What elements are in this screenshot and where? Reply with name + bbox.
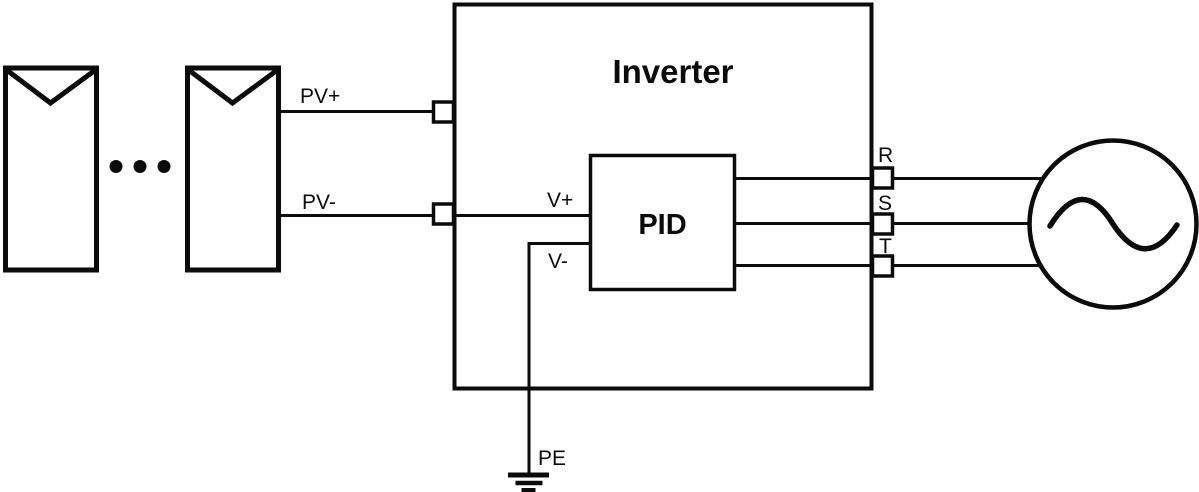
v-minus-label: V- bbox=[548, 250, 568, 273]
pv-minus-terminal bbox=[431, 202, 456, 226]
v-minus-ground-wire bbox=[527, 242, 591, 474]
solar-panel-icon bbox=[185, 65, 281, 273]
earth-ground-icon bbox=[508, 472, 549, 492]
v-plus-label: V+ bbox=[547, 189, 573, 212]
phase-r-terminal bbox=[870, 166, 895, 190]
pv-plus-terminal bbox=[431, 100, 456, 124]
sine-wave-icon bbox=[1047, 196, 1180, 252]
pid-box bbox=[588, 153, 737, 292]
phase-s-terminal bbox=[870, 212, 895, 236]
ellipsis-icon bbox=[109, 160, 171, 173]
pe-label: PE bbox=[538, 447, 566, 470]
pid-label: PID bbox=[638, 209, 686, 241]
pv-minus-label: PV- bbox=[302, 191, 336, 214]
pv-plus-label: PV+ bbox=[300, 85, 340, 108]
phase-s-label: S bbox=[878, 192, 892, 215]
inverter-title: Inverter bbox=[612, 53, 733, 90]
phase-r-label: R bbox=[878, 144, 893, 167]
phase-t-terminal bbox=[870, 254, 895, 278]
ac-source-icon bbox=[1027, 138, 1199, 310]
panel-chevron-icon bbox=[6, 68, 96, 107]
panel-chevron-icon bbox=[188, 68, 278, 107]
phase-t-label: T bbox=[879, 235, 892, 258]
solar-panel-icon bbox=[3, 65, 99, 273]
